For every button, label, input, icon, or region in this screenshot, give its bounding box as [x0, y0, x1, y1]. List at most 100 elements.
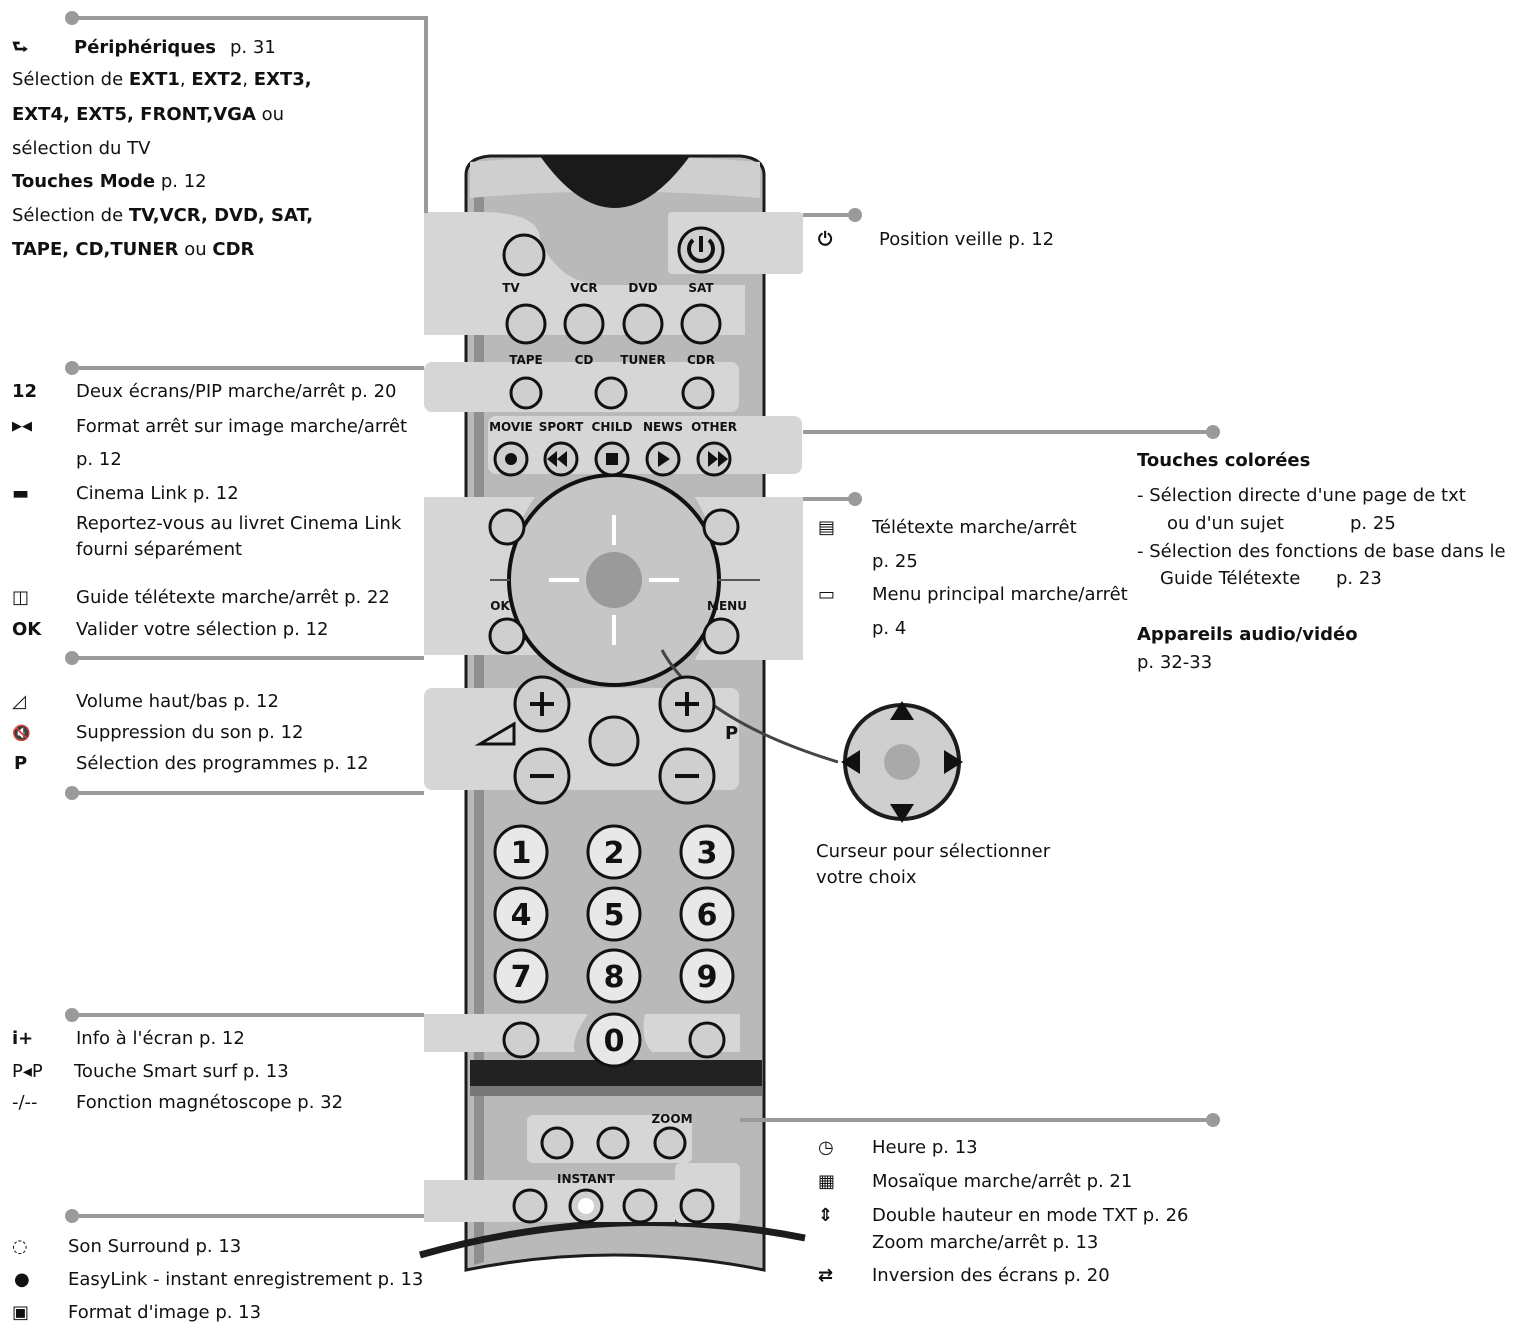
cinema-text1: Cinema Link p. 12 [76, 483, 239, 504]
mode-vcr-button[interactable] [563, 303, 605, 345]
mosaic-icon: ▦ [818, 1171, 836, 1192]
pip-icon: 12 [12, 381, 38, 402]
zoom-button[interactable] [653, 1126, 687, 1160]
teletext-button[interactable] [702, 508, 740, 546]
svg-text:1: 1 [511, 836, 532, 871]
cursor-text2: votre choix [816, 867, 917, 888]
cinema-link-icon: ▬ [12, 483, 30, 504]
svg-text:4: 4 [511, 898, 532, 933]
mode-tv-button[interactable] [505, 303, 547, 345]
mode-line2: TAPE, CD,TUNER ou CDR [12, 239, 255, 260]
mosaic-button[interactable] [596, 1126, 630, 1160]
external-icon: ⮑ [12, 37, 29, 58]
mode-dvd-button[interactable] [622, 303, 664, 345]
picture-format-button[interactable] [622, 1188, 658, 1224]
pip-text: Deux écrans/PIP marche/arrêt p. 20 [76, 381, 397, 402]
svg-text:VCR: VCR [570, 281, 597, 295]
mode-line1: Sélection de TV,VCR, DVD, SAT, [12, 205, 314, 226]
svg-text:SAT: SAT [688, 281, 714, 295]
svg-text:NEWS: NEWS [643, 420, 683, 434]
svg-text:OTHER: OTHER [691, 420, 737, 434]
volume-icon-legend: ◿ [12, 691, 26, 712]
freeze-icon: ▶◀ [12, 419, 32, 434]
svg-text:8: 8 [604, 960, 625, 995]
teletext-text: Télétexte marche/arrêt [872, 517, 1077, 538]
program-label: P [14, 753, 28, 774]
callout-lines [72, 16, 1213, 1218]
colored-a2-page: p. 25 [1350, 513, 1396, 534]
svg-text:3: 3 [697, 836, 718, 871]
ext-line3: sélection du TV [12, 138, 151, 159]
guide-text: Guide télétexte marche/arrêt p. 22 [76, 587, 390, 608]
svg-text:CDR: CDR [687, 353, 715, 367]
external-button[interactable] [502, 233, 546, 277]
cinema-text3: fourni séparément [76, 539, 243, 560]
mosaic-text: Mosaïque marche/arrêt p. 21 [872, 1171, 1133, 1192]
guide-icon: ◫ [12, 587, 30, 608]
periph-page: p. 31 [230, 37, 276, 58]
svg-text:P: P [725, 723, 738, 744]
surround-text: Son Surround p. 13 [68, 1236, 242, 1257]
ok-text: Valider votre sélection p. 12 [76, 619, 329, 640]
standby-icon: ⏻ [818, 229, 833, 250]
svg-text:5: 5 [604, 898, 625, 933]
menu-icon: ▭ [818, 584, 836, 605]
smart-surf-button[interactable] [688, 1021, 726, 1059]
swap-icon: ⇄ [818, 1265, 834, 1286]
digit-buttons[interactable] [493, 824, 735, 1068]
mode-title: Touches Mode p. 12 [12, 171, 207, 192]
freeze-page: p. 12 [76, 449, 122, 470]
svg-text:9: 9 [697, 960, 718, 995]
colored-a1: - Sélection directe d'une page de txt [1137, 485, 1466, 506]
double-height-icon: ⇕ [818, 1205, 834, 1226]
colored-keys-title: Touches colorées [1137, 450, 1311, 471]
pip-button[interactable] [509, 376, 543, 410]
svg-text:SPORT: SPORT [539, 420, 584, 434]
svg-text:2: 2 [604, 836, 625, 871]
standby-text: Position veille p. 12 [879, 229, 1055, 250]
freeze-text: Format arrêt sur image marche/arrêt [76, 416, 408, 437]
svg-text:0: 0 [604, 1024, 625, 1059]
info-text: Info à l'écran p. 12 [76, 1028, 245, 1049]
mute-button[interactable] [588, 715, 640, 767]
svg-text:DVD: DVD [628, 281, 657, 295]
cursor-text1: Curseur pour sélectionner [816, 841, 1051, 862]
colored-b2-page: p. 23 [1336, 568, 1382, 589]
teletext-guide-button[interactable] [488, 508, 526, 546]
freeze-button[interactable] [594, 376, 628, 410]
smart-surf-icon: P◂P [12, 1061, 43, 1082]
mute-text: Suppression du son p. 12 [76, 722, 304, 743]
clock-button[interactable] [540, 1126, 574, 1160]
format-icon: ▣ [12, 1302, 30, 1323]
surround-icon: ◌ [12, 1236, 28, 1257]
cinema-link-button[interactable] [681, 376, 715, 410]
colored-b1: - Sélection des fonctions de base dans l… [1137, 541, 1506, 562]
volume-icon [474, 721, 516, 746]
menu-button[interactable] [702, 617, 740, 655]
easylink-text: EasyLink - instant enregistrement p. 13 [68, 1269, 424, 1290]
svg-text:INSTANT: INSTANT [557, 1172, 616, 1186]
swap-button[interactable] [679, 1188, 715, 1224]
vcr-function-text: Fonction magnétoscope p. 32 [76, 1092, 344, 1113]
teletext-page: p. 25 [872, 551, 918, 572]
surround-button[interactable] [512, 1188, 548, 1224]
vcr-function-icon: -/-- [12, 1092, 38, 1113]
cinema-text2: Reportez-vous au livret Cinema Link [76, 513, 402, 534]
double-height-text: Double hauteur en mode TXT p. 26 [872, 1205, 1189, 1226]
format-text: Format d'image p. 13 [68, 1302, 262, 1323]
mode-sat-button[interactable] [680, 303, 722, 345]
svg-text:ZOOM: ZOOM [651, 1112, 692, 1126]
nav-ring[interactable] [507, 473, 721, 687]
periph-title: Périphériques [74, 37, 217, 58]
ok-button[interactable] [488, 617, 526, 655]
menu-text: Menu principal marche/arrêt [872, 584, 1128, 605]
svg-text:6: 6 [697, 898, 718, 933]
colored-a2: ou d'un sujet [1167, 513, 1284, 534]
swap-text: Inversion des écrans p. 20 [872, 1265, 1110, 1286]
cursor-pad [841, 701, 963, 823]
zoom-text: Zoom marche/arrêt p. 13 [872, 1232, 1099, 1253]
mute-icon: 🔇 [12, 724, 31, 742]
smart-surf-text: Touche Smart surf p. 13 [74, 1061, 289, 1082]
info-button[interactable] [502, 1021, 540, 1059]
